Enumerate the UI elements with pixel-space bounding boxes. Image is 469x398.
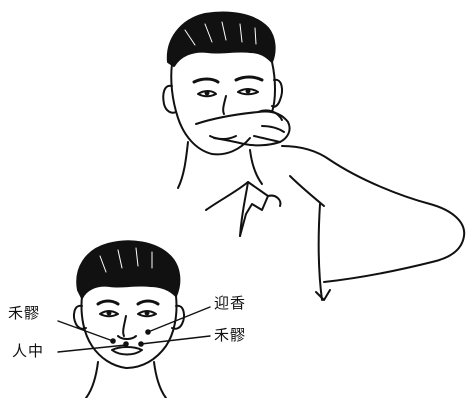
leader-heliao-right xyxy=(141,336,210,344)
lower-figure xyxy=(74,241,184,398)
label-yingxiang: 迎香 xyxy=(214,296,246,311)
upper-figure xyxy=(163,13,464,300)
upper-arm xyxy=(282,146,464,282)
lower-face xyxy=(81,296,176,368)
label-heliao-left: 禾髎 xyxy=(8,306,40,321)
upper-collar xyxy=(206,182,268,236)
upper-neck xyxy=(178,142,188,188)
leader-heliao-left xyxy=(58,321,113,341)
label-renzhong: 人中 xyxy=(12,344,44,359)
label-heliao-right: 禾髎 xyxy=(214,328,246,343)
lower-mouth xyxy=(112,347,142,355)
upper-hair xyxy=(168,13,275,66)
lower-hair xyxy=(77,241,179,298)
